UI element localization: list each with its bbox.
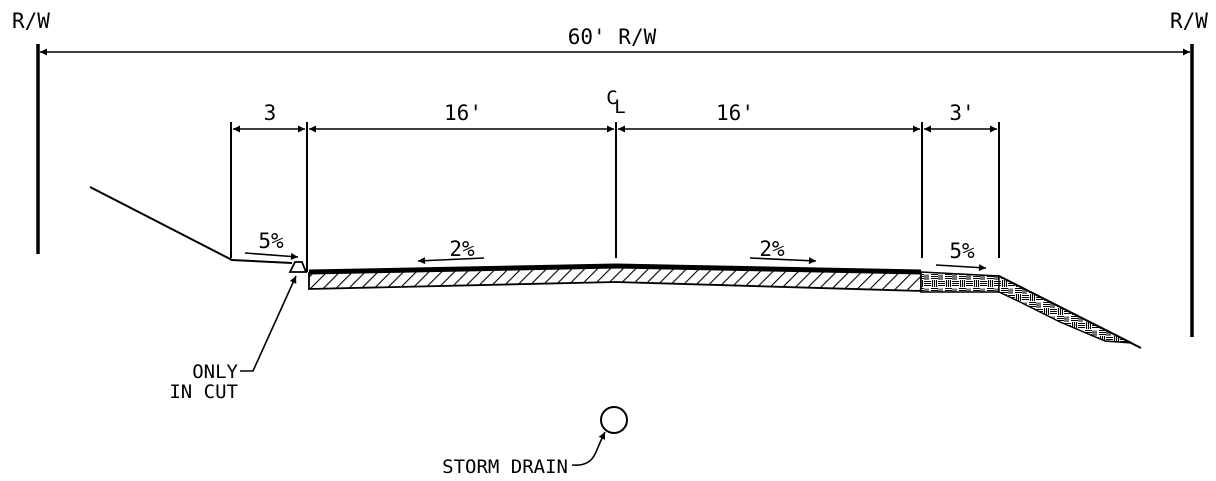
slope-arrow-left-shoulder [244, 252, 299, 260]
dim-label-right-lane: 16' [716, 101, 754, 125]
rw-width-label: 60' R/W [568, 25, 657, 49]
curb-note-line2: IN CUT [169, 381, 238, 403]
dim-label-left-shoulder: 3 [264, 101, 277, 125]
left-cut-slope [89, 186, 293, 264]
storm-drain-leader [571, 431, 606, 467]
rw-label-left: R/W [12, 9, 50, 33]
dim-label-right-shoulder: 3' [949, 101, 974, 125]
centerline-label-l: L [614, 96, 625, 118]
dim-label-left-lane: 16' [444, 101, 482, 125]
curb-note-line1: ONLY [192, 361, 238, 383]
curb [288, 261, 308, 273]
pavement-surface [308, 263, 922, 275]
centerline-symbol: C L [606, 87, 625, 118]
curb-note-leader [240, 275, 297, 372]
slope-label-left-shoulder: 5% [258, 229, 284, 253]
slope-label-right-lane: 2% [759, 237, 785, 261]
centerline-label-c: C [606, 87, 617, 109]
slope-label-right-shoulder: 5% [949, 239, 975, 263]
slope-arrow-right-shoulder [935, 264, 987, 272]
slope-label-left-lane: 2% [449, 237, 475, 261]
rw-label-right: R/W [1170, 9, 1208, 33]
slope-arrow-right-lane [749, 257, 817, 265]
right-fill-slope-edge [998, 275, 1142, 349]
slope-arrow-left-lane [417, 257, 485, 265]
right-shoulder [920, 271, 1000, 293]
storm-drain-icon [600, 406, 628, 434]
storm-drain-label: STORM DRAIN [442, 456, 568, 478]
